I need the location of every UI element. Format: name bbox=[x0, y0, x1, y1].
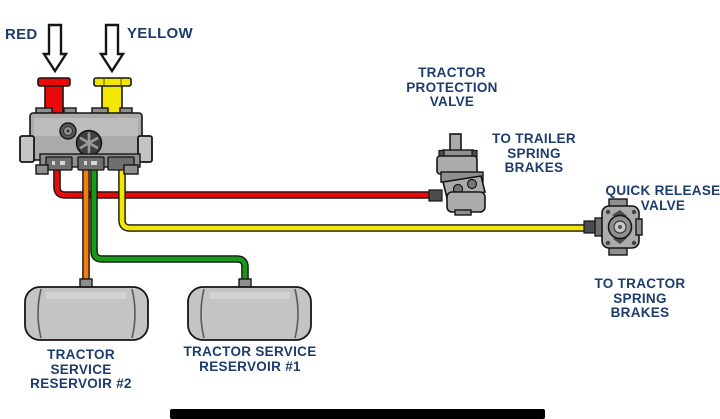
to-trailer-spring-brakes-label: TO TRAILER SPRING BRAKES bbox=[492, 131, 576, 175]
small-port-dial bbox=[59, 122, 77, 140]
quick-release-valve-label: QUICK RELEASE VALVE bbox=[605, 183, 720, 213]
green-reservoir-line bbox=[90, 166, 249, 284]
red-control-knob bbox=[37, 77, 71, 115]
yellow-control-knob bbox=[93, 77, 132, 115]
left-mount-flange bbox=[19, 135, 35, 163]
red-line-label: RED bbox=[5, 26, 38, 43]
bottom-divider-bar bbox=[170, 409, 545, 419]
tractor-service-reservoir-1 bbox=[187, 278, 312, 341]
yellow-service-line bbox=[118, 166, 586, 232]
port-block-1 bbox=[45, 156, 73, 171]
red-down-arrow-icon bbox=[41, 23, 69, 74]
right-mount-flange bbox=[137, 135, 153, 163]
dash-control-valve bbox=[19, 77, 153, 175]
tractor-protection-valve-label: TRACTOR PROTECTION VALVE bbox=[406, 65, 498, 109]
to-tractor-spring-brakes-label: TO TRACTOR SPRING BRAKES bbox=[594, 276, 686, 320]
yellow-line-connector bbox=[583, 220, 597, 234]
red-supply-line bbox=[53, 166, 433, 199]
quick-release-valve bbox=[583, 198, 643, 256]
tractor-service-reservoir-1-label: TRACTOR SERVICE RESERVOIR #1 bbox=[183, 344, 317, 374]
tractor-service-reservoir-2 bbox=[24, 278, 149, 341]
red-line-connector bbox=[428, 189, 443, 202]
tractor-protection-valve bbox=[428, 133, 486, 216]
yellow-line-label: YELLOW bbox=[127, 25, 193, 42]
large-spoke-dial bbox=[75, 129, 103, 157]
yellow-down-arrow-icon bbox=[98, 23, 126, 74]
tractor-service-reservoir-2-label: TRACTOR SERVICE RESERVOIR #2 bbox=[30, 347, 132, 391]
